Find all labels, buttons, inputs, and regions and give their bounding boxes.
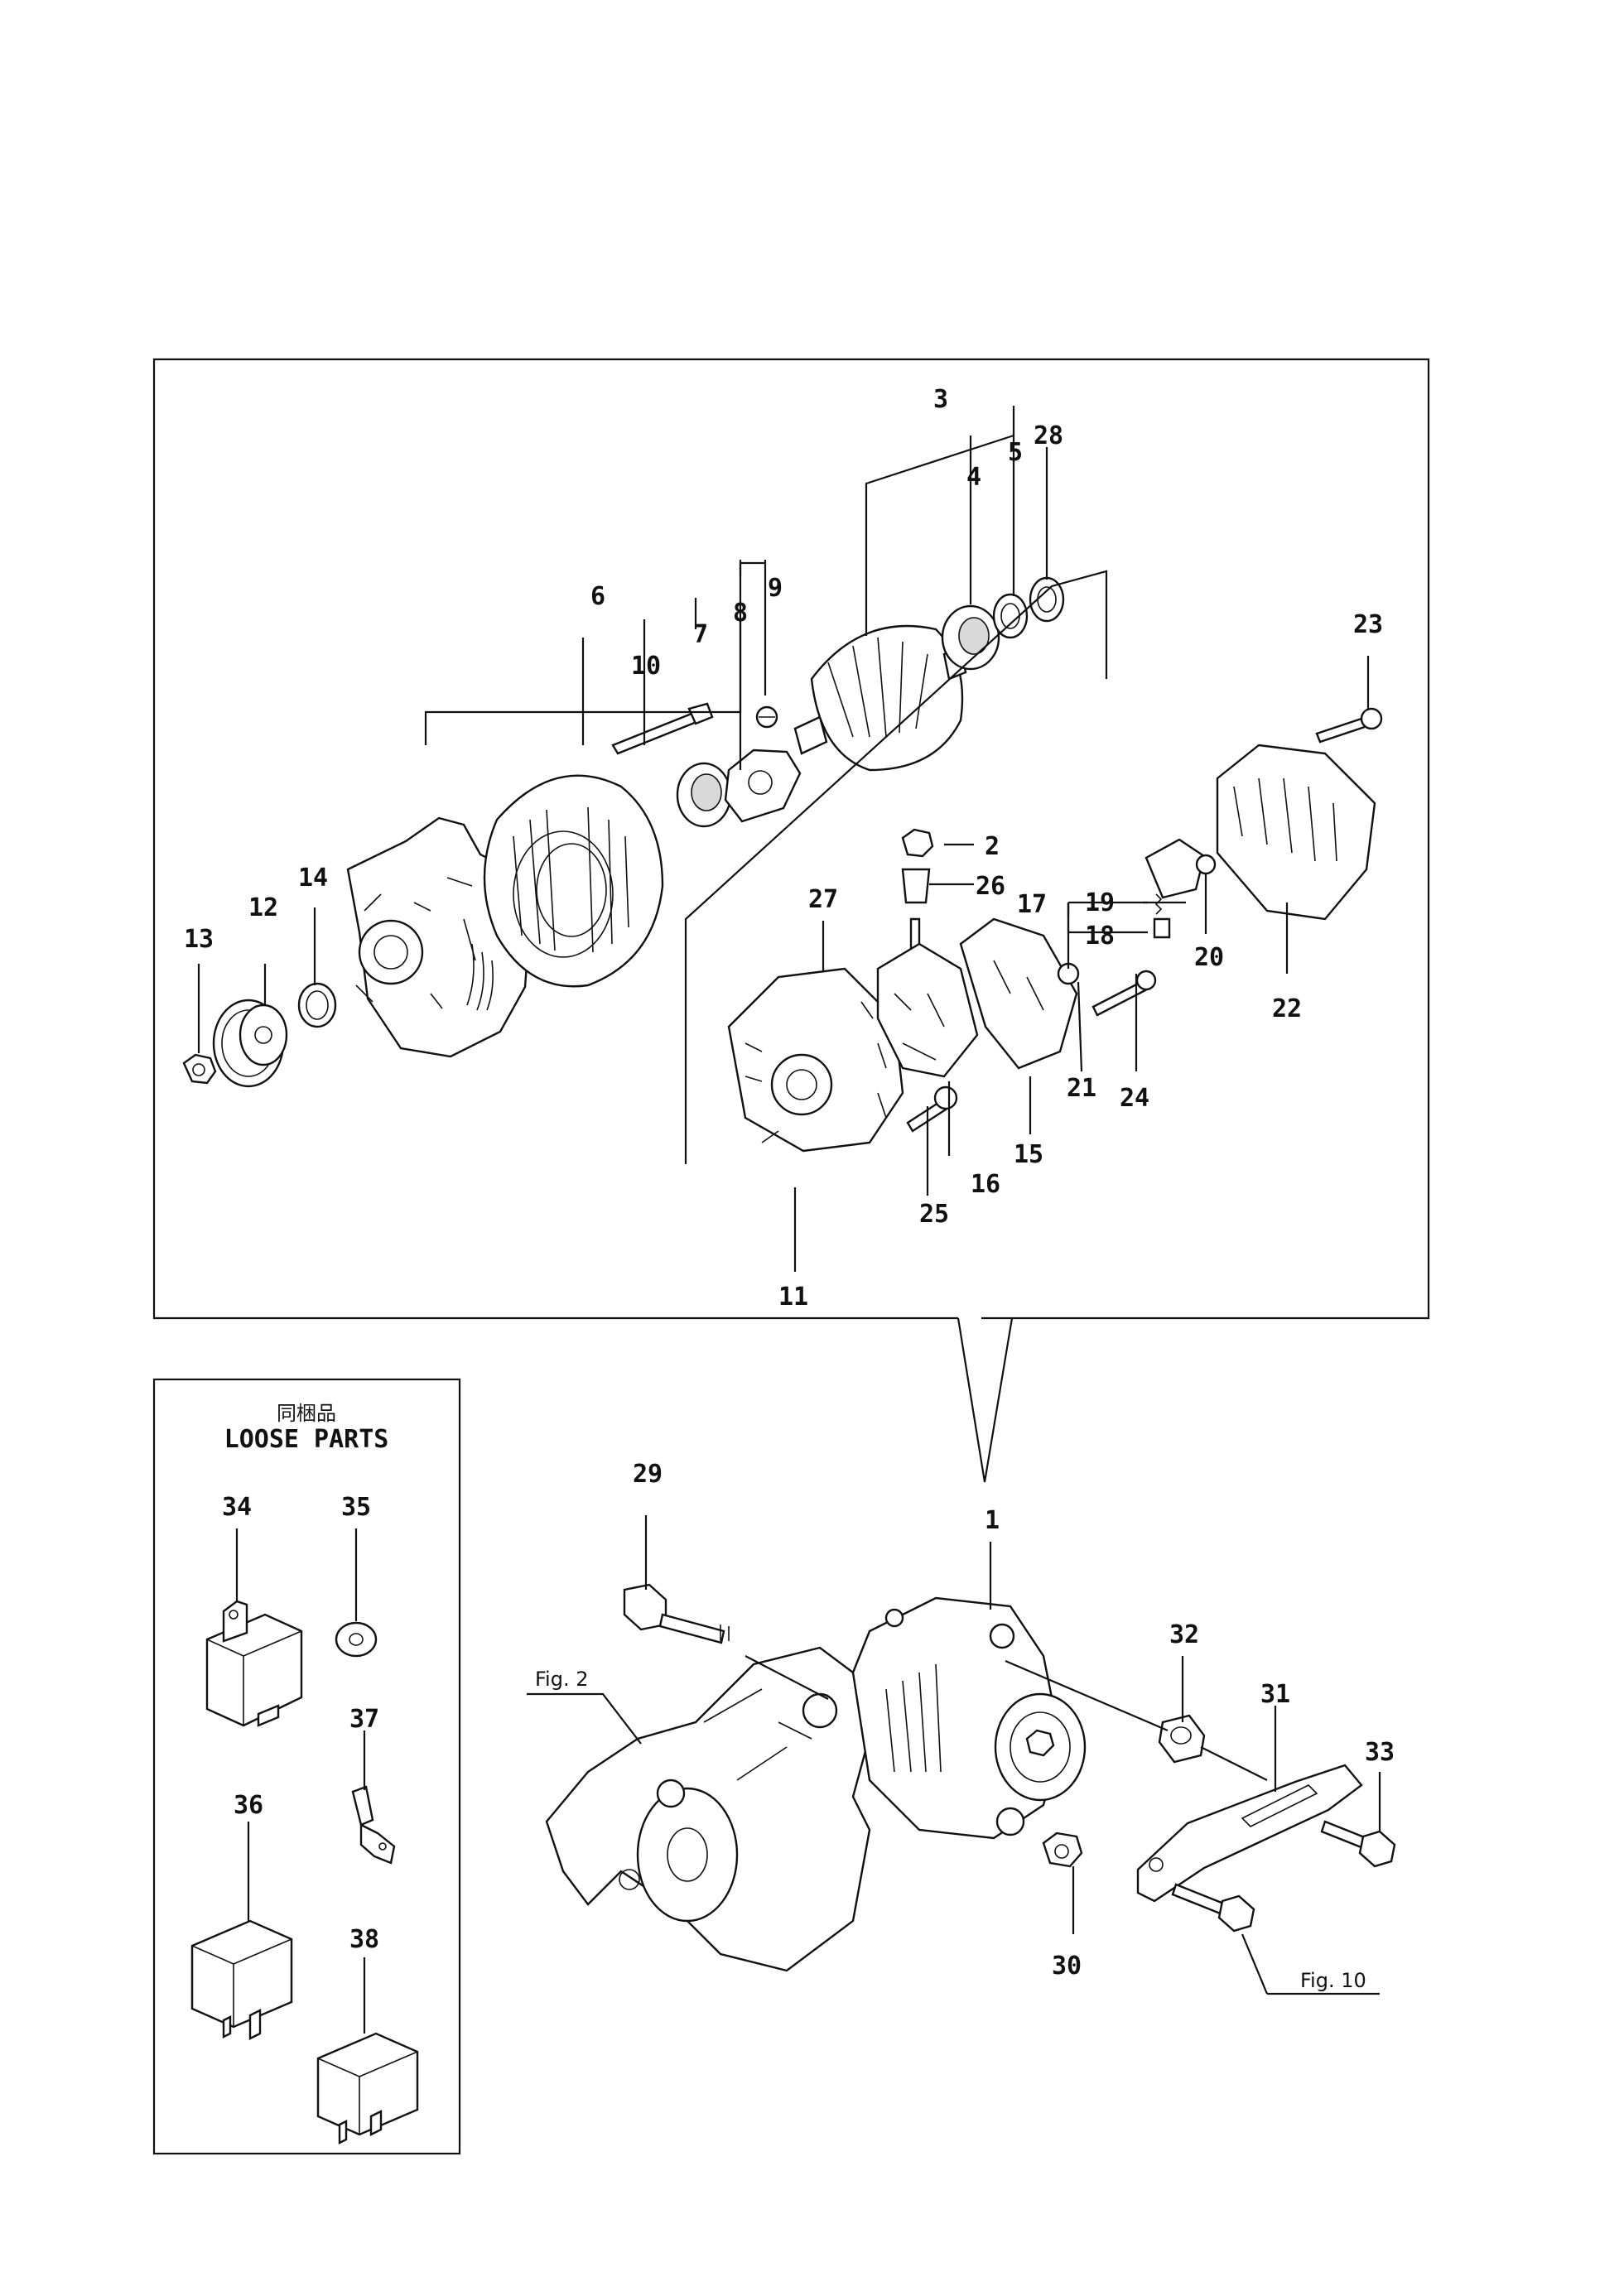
part-spacer-14 <box>297 982 337 1028</box>
label-5: 5 <box>1008 438 1023 467</box>
part-bolt-10 <box>611 702 714 755</box>
loose-parts-title-jp: 同梱品 <box>277 1402 336 1425</box>
label-15: 15 <box>1014 1140 1043 1169</box>
part-bolt-29 <box>623 1583 730 1644</box>
part-bolt-24 <box>1092 970 1157 1017</box>
part-nut-13 <box>182 1053 217 1085</box>
ref-fig2: Fig. 2 <box>535 1668 589 1691</box>
label-27: 27 <box>808 885 838 914</box>
label-23: 23 <box>1353 610 1383 639</box>
loose-part-relay-38 <box>316 2032 419 2144</box>
part-stator-6 <box>483 774 664 988</box>
part-gear-case <box>545 1646 879 1972</box>
label-7: 7 <box>693 620 708 649</box>
label-10: 10 <box>631 652 661 681</box>
part-screw-9 <box>755 705 778 729</box>
label-17: 17 <box>1017 890 1047 919</box>
part-rear-frame-11 <box>727 967 904 1153</box>
label-4: 4 <box>966 463 981 492</box>
label-35: 35 <box>341 1493 371 1522</box>
part-nut-30 <box>1042 1832 1083 1868</box>
label-26: 26 <box>976 872 1005 901</box>
part-spring-19 <box>1154 893 1163 915</box>
label-12: 12 <box>248 893 278 922</box>
part-bolt-23 <box>1315 707 1383 744</box>
label-28: 28 <box>1034 421 1063 450</box>
part-bushing-32 <box>1158 1714 1206 1764</box>
label-38: 38 <box>349 1925 379 1954</box>
loose-part-relay-36 <box>190 1919 293 2040</box>
label-1: 1 <box>985 1506 1000 1535</box>
part-brush-18 <box>1153 917 1171 939</box>
label-13: 13 <box>184 925 214 954</box>
label-11: 11 <box>778 1283 808 1312</box>
part-pulley-12 <box>212 999 288 1088</box>
label-8: 8 <box>733 599 748 628</box>
part-bolt-33 <box>1320 1820 1396 1868</box>
label-30: 30 <box>1052 1952 1082 1981</box>
loose-part-relay-34 <box>205 1600 303 1727</box>
part-nut-2 <box>901 828 934 858</box>
label-18: 18 <box>1085 922 1115 951</box>
part-number-labels: 3 5 28 4 6 8 9 7 10 23 2 26 27 17 19 18 … <box>184 385 1395 1981</box>
part-regulator-15 <box>959 917 1078 1070</box>
label-20: 20 <box>1194 943 1224 972</box>
part-bearing-4 <box>941 604 1000 671</box>
loose-part-washer-35 <box>335 1621 378 1658</box>
part-rectifier-16 <box>876 942 979 1078</box>
loose-parts-title-en: LOOSE PARTS <box>224 1425 389 1454</box>
label-29: 29 <box>633 1460 663 1489</box>
part-alternator-1 <box>851 1596 1087 1840</box>
part-bearing-7 <box>676 762 732 828</box>
part-rotor-3 <box>793 624 967 772</box>
part-bolt-fig10 <box>1171 1883 1255 1933</box>
loose-parts-frame <box>152 1378 461 2155</box>
leader-lines-exploded <box>197 406 1370 1272</box>
label-34: 34 <box>222 1493 252 1522</box>
part-retainer-plate-8 <box>724 748 802 823</box>
label-36: 36 <box>234 1791 263 1820</box>
loose-part-terminal-37 <box>351 1785 396 1865</box>
part-brush-holder-17 <box>1145 838 1206 899</box>
label-19: 19 <box>1085 888 1115 917</box>
ref-fig10: Fig. 10 <box>1300 1969 1366 1992</box>
label-14: 14 <box>298 864 328 893</box>
label-25: 25 <box>919 1200 949 1229</box>
label-9: 9 <box>768 574 783 603</box>
part-screw-20 <box>1195 854 1217 875</box>
label-31: 31 <box>1260 1680 1290 1709</box>
label-21: 21 <box>1067 1074 1096 1103</box>
label-3: 3 <box>933 385 948 414</box>
exploded-view-frame <box>152 358 1430 1483</box>
leader-lines-lower <box>527 1515 1381 1995</box>
label-32: 32 <box>1169 1620 1199 1649</box>
part-ring-5 <box>992 593 1029 639</box>
part-stay-31 <box>1136 1764 1363 1903</box>
label-33: 33 <box>1365 1738 1395 1767</box>
part-rear-cover-22 <box>1216 744 1376 921</box>
leader-lines-loose <box>235 1528 366 2034</box>
label-2: 2 <box>985 832 1000 861</box>
label-37: 37 <box>349 1705 379 1734</box>
label-24: 24 <box>1120 1084 1149 1113</box>
label-16: 16 <box>971 1170 1000 1199</box>
label-22: 22 <box>1272 994 1302 1023</box>
label-6: 6 <box>590 582 605 611</box>
